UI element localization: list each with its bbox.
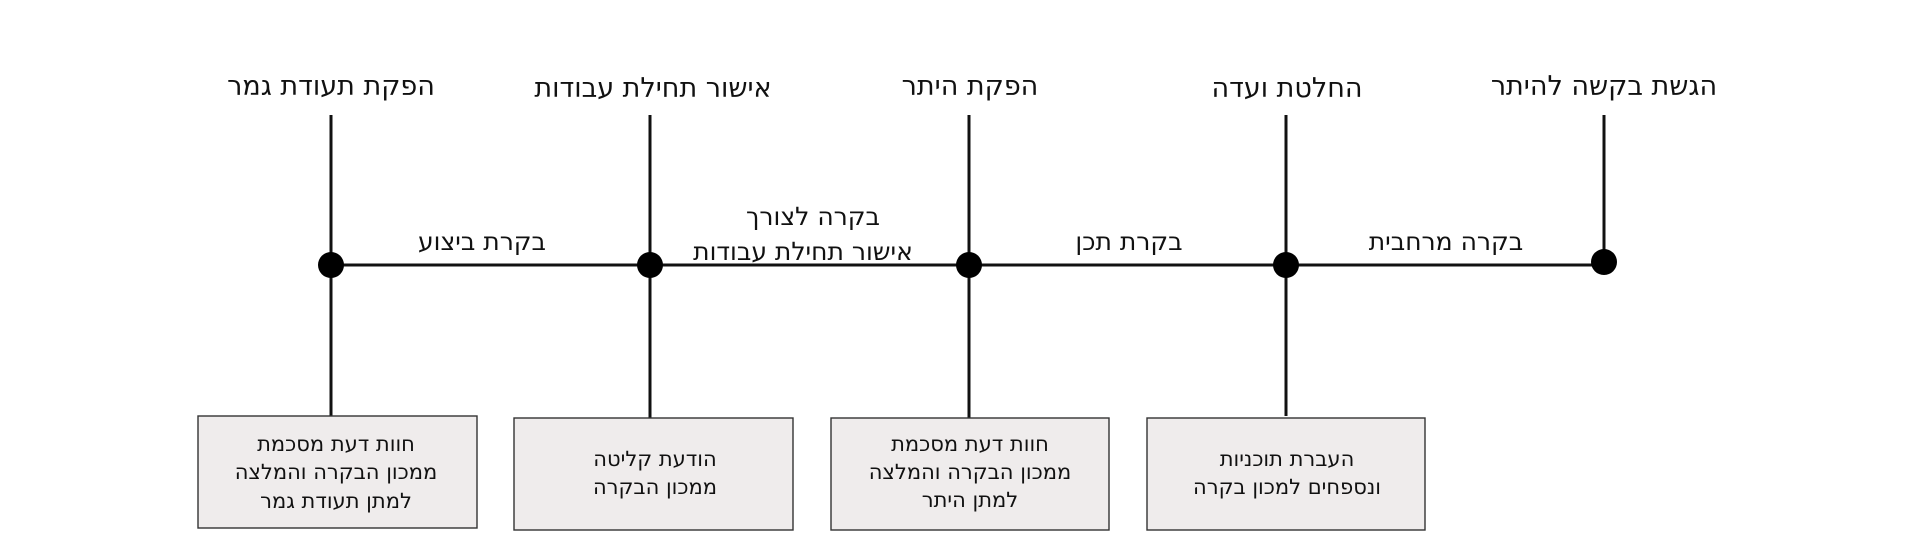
- segment-label-spatial-review: בקרה מרחבית: [1369, 227, 1523, 256]
- note-box-line: העברת תוכניות: [1220, 447, 1355, 471]
- milestone-dot: [956, 252, 982, 278]
- note-box-frame: [513, 417, 794, 531]
- milestone-committee-decision: החלטת ועדה: [1211, 73, 1363, 416]
- milestone-permit-issue: הפקת היתר: [902, 71, 1039, 418]
- note-box-line: ונספחים למכון בקרה: [1193, 475, 1381, 499]
- milestone-title: הפקת תעודת גמר: [227, 71, 435, 102]
- note-box-line: הודעת קליטה: [593, 447, 716, 471]
- milestone-completion-certificate: הפקת תעודת גמר: [227, 71, 435, 416]
- note-box-completion-recommendation: חוות דעת מסכמת ממכון הבקרה והמלצה למתן ת…: [197, 415, 478, 529]
- note-box-line: חוות דעת מסכמת: [891, 432, 1049, 456]
- note-box-line: ממכון הבקרה והמלצה: [235, 460, 438, 484]
- note-box-line: ממכון הבקרה: [593, 475, 717, 499]
- note-box-frame: [830, 417, 1110, 531]
- note-box-intake-notice: הודעת קליטה ממכון הבקרה: [513, 417, 794, 531]
- milestone-title: הפקת היתר: [902, 71, 1039, 102]
- note-box-plans-transfer: העברת תוכניות ונספחים למכון בקרה: [1146, 417, 1426, 531]
- milestone-dot: [1273, 252, 1299, 278]
- milestone-title: אישור תחילת עבודות: [534, 73, 771, 104]
- milestone-dot: [637, 252, 663, 278]
- note-box-permit-recommendation: חוות דעת מסכמת ממכון הבקרה והמלצה למתן ה…: [830, 417, 1110, 531]
- note-box-line: ממכון הבקרה והמלצה: [869, 460, 1072, 484]
- segment-label-execution-review: בקרת ביצוע: [418, 227, 546, 256]
- milestone-dot: [1591, 249, 1617, 275]
- note-box-line: למתן היתר: [922, 488, 1018, 512]
- milestone-works-start-approval: אישור תחילת עבודות: [534, 73, 772, 418]
- milestone-title: הגשת בקשה להיתר: [1491, 71, 1717, 102]
- note-box-line: למתן תעודת גמר: [260, 489, 412, 513]
- segment-label-works-approval-review-line-2: אישור תחילת עבודות: [693, 237, 913, 266]
- note-box-frame: [197, 415, 478, 529]
- milestone-permit-request: הגשת בקשה להיתר: [1491, 71, 1717, 275]
- segment-label-design-review: בקרת תכן: [1075, 227, 1182, 256]
- milestone-title: החלטת ועדה: [1211, 73, 1362, 104]
- segment-label-works-approval-review-line-1: בקרה לצורך: [746, 202, 880, 231]
- note-box-line: חוות דעת מסכמת: [257, 432, 415, 456]
- note-box-frame: [1146, 417, 1426, 531]
- milestone-dot: [318, 252, 344, 278]
